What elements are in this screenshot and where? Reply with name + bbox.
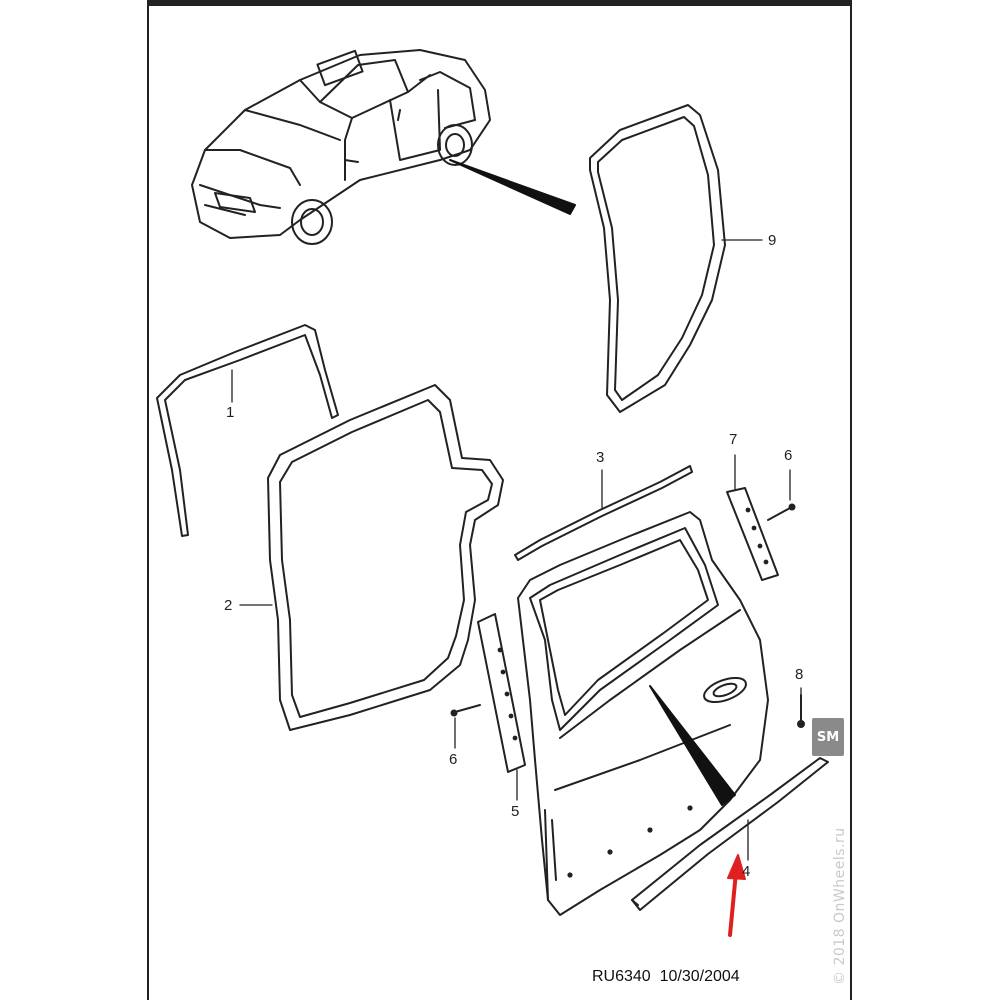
- part-9-window-seal: [589, 104, 726, 413]
- door-leader-wedge: [649, 685, 736, 806]
- car-illustration: [191, 49, 491, 245]
- part-8-clip: [797, 694, 805, 728]
- red-arrow: [727, 854, 746, 937]
- callout-9: 9: [768, 232, 777, 249]
- callout-8: 8: [795, 666, 804, 683]
- part-2-door-weatherstrip: [267, 384, 504, 731]
- callout-4: 4: [742, 863, 751, 880]
- part-6-lower-screw: [450, 704, 481, 717]
- callout-6-upper: 6: [784, 447, 793, 464]
- diagram-reference: RU6340 10/30/2004: [592, 968, 740, 985]
- part-4-lower-molding: [631, 757, 829, 911]
- callout-5: 5: [511, 803, 520, 820]
- callout-6-lower: 6: [449, 751, 458, 768]
- watermark-text: © 2018 OnWheels.ru: [832, 827, 848, 985]
- part-1-upper-seal: [156, 324, 339, 537]
- part-7-rear-applique: [726, 487, 779, 581]
- callout-2: 2: [224, 597, 233, 614]
- frame-top-border: [147, 0, 852, 6]
- sm-badge: SM: [812, 718, 844, 756]
- callout-3: 3: [596, 449, 605, 466]
- part-5-front-applique: [477, 613, 526, 773]
- rear-door-panel: [517, 511, 769, 916]
- callout-7: 7: [729, 431, 738, 448]
- part-3-channel-strip: [514, 465, 693, 561]
- car-leader-wedge: [449, 159, 576, 215]
- callout-1: 1: [226, 404, 235, 421]
- diagram-frame: [147, 0, 852, 1000]
- part-6-upper-screw: [767, 503, 796, 521]
